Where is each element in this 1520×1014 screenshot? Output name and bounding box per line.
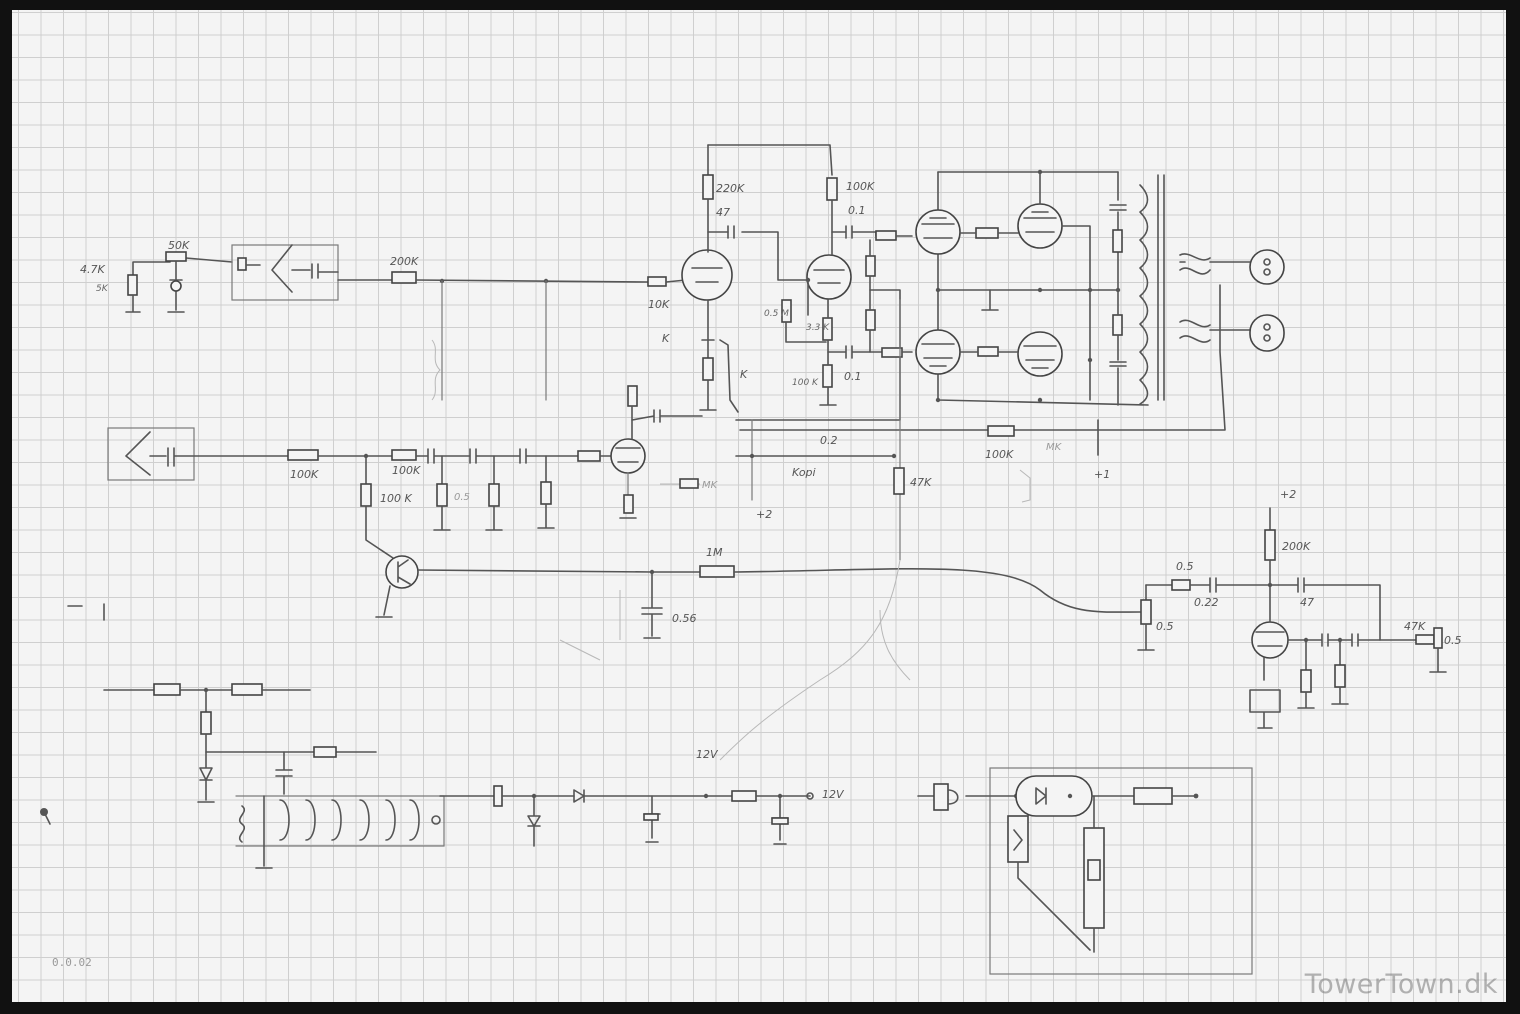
speaker-2 [1249,314,1285,352]
triode-v3 [1251,621,1289,659]
speaker-section: 100K MK [739,249,1285,461]
label-100k-in2: 100K [392,464,421,477]
label-plus1: +1 [1094,468,1110,481]
output-tube-2 [1017,203,1063,249]
label-47: 47 [716,206,730,219]
resistor-200k-right [1264,529,1276,561]
resistor-200k [391,271,417,284]
preamp-stage-2: 100K 0.1 0.5 M 3.3 K 100 K 0.1 [764,177,883,406]
tone-chain: 100K 100K 100 K 0.5 MK [287,385,719,618]
label-100k-b: 100 K [792,378,819,388]
label-01-b: 0.1 [844,370,862,383]
upper-signal-bus: 200K 10K [337,255,687,401]
input-jack-top [231,244,339,301]
label-33k: 3.3 K [806,323,830,333]
label-01-a: 0.1 [848,204,866,217]
label-1m: 1M [706,546,723,559]
triode-tone [610,438,646,474]
label-100k-a: 100K [846,180,875,193]
faint-sketch-marks [40,339,1031,825]
phase-splitter-network [735,230,913,421]
label-200k: 200K [390,255,419,268]
sheet-number: 0.0.02 [52,956,92,969]
triode-v1 [681,249,733,301]
label-mk-1: MK [1046,442,1063,453]
resistor-1m [699,565,735,578]
output-tube-1 [915,209,961,255]
label-100k-fb: 100K [985,448,1014,461]
label-022: 0.22 [1194,596,1219,609]
resistor-47k [893,467,905,495]
label-200k-right: 200K [1282,540,1311,553]
label-5k: 5K [96,284,109,294]
label-47k-right: 47K [1404,620,1426,633]
output-tube-4 [1017,331,1063,377]
label-4k7: 4.7K [80,263,105,276]
mid-bus: 1M 0.56 0.2 Kopi 47K +2 [641,299,1141,761]
label-12v-left: 12V [696,748,719,761]
label-pot-05-out: 0.5 [1444,634,1462,647]
label-100k-in: 100K [290,468,319,481]
label-220k: 220K [716,182,745,195]
label-02: 0.2 [820,434,838,447]
label-mk-2: MK [702,480,719,491]
label-47-right: 47 [1300,596,1314,609]
watermark: TowerTown.dk [1304,969,1498,1000]
resistor-100k-in [287,449,319,461]
label-k2: K [740,368,748,381]
label-05-small: 0.5 [454,492,470,503]
label-kopi: Kopi [792,466,816,479]
pot-05-out [1433,627,1443,649]
label-100k-v: 100 K [380,492,412,505]
relay-box [917,767,1253,975]
right-tone-stage: +2 200K 0.5 0.22 47 0.5 47K 0.5 [1137,488,1462,729]
label-pot-05: 0.5 [1156,620,1174,633]
resistor-feedback-100k [987,425,1015,437]
label-056: 0.56 [672,612,697,625]
label-plus2-mid: +2 [756,508,772,521]
pot-50k [165,251,187,262]
label-k1: K [662,332,670,345]
label-50k: 50K [168,239,190,252]
label-05m: 0.5 M [764,309,789,319]
output-tube-3 [915,329,961,375]
label-47k: 47K [910,476,932,489]
output-transformer-coil [1139,184,1149,405]
speaker-1 [1249,249,1285,285]
triode-v2 [806,254,852,300]
label-05: 0.5 [1176,560,1194,573]
preamp-stage-1: 220K 47 K K [662,144,833,413]
resistor-100k-plate [826,177,838,201]
graph-paper [12,10,1506,1002]
power-supply: 12V 12V [103,683,845,869]
transistor-q1 [385,555,419,589]
pot-05 [1140,599,1152,625]
input-jack-bottom [107,427,289,481]
input-volume-section: 4.7K 5K 50K [80,239,233,313]
resistor-220k [702,174,714,200]
label-12v-right: 12V [822,788,845,801]
label-plus2-right: +2 [1280,488,1296,501]
label-10k: 10K [648,298,670,311]
output-stage: +1 [915,169,1165,481]
